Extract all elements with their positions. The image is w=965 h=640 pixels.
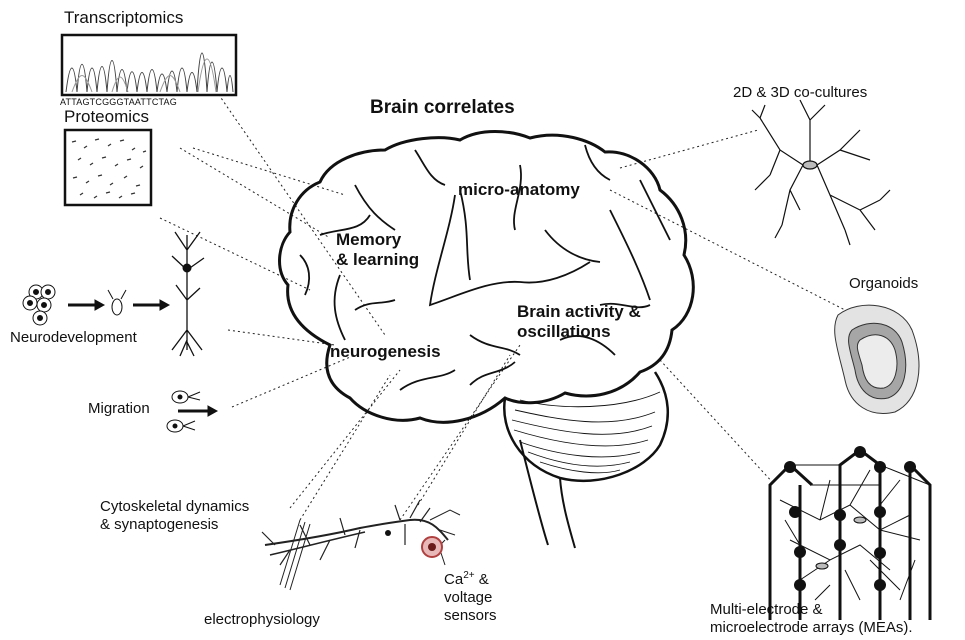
region-label-brain-activity: Brain activity & oscillations [517,302,641,342]
sequence-text: ATTAGTCGGGTAATTCTAG [60,97,177,107]
label-organoids: Organoids [849,275,918,293]
ca-prefix: Ca [444,571,463,588]
organoid-illustration [835,305,919,413]
label-electrophysiology: electrophysiology [204,611,320,629]
connector-lines [160,82,845,520]
mea-illustration [770,446,930,620]
label-mea: Multi-electrode & microelectrode arrays … [710,601,913,637]
region-label-neurogenesis: neurogenesis [330,342,441,362]
label-cytoskeletal: Cytoskeletal dynamics & synaptogenesis [100,498,249,534]
label-transcriptomics: Transcriptomics [64,9,183,27]
chromatogram-box [62,35,236,95]
label-calcium-voltage-sensors: Ca2+ & voltage sensors [444,567,497,625]
region-label-memory: Memory & learning [336,230,419,270]
label-proteomics: Proteomics [64,108,149,126]
ca-superscript: 2+ [463,570,474,581]
migration-illustration [167,391,217,432]
region-label-micro-anatomy: micro-anatomy [458,180,580,200]
label-cocultures: 2D & 3D co-cultures [733,84,867,102]
label-neurodevelopment: Neurodevelopment [10,329,137,347]
figure-title: Brain correlates [370,97,515,119]
neuron-illustration [262,500,460,590]
proteomics-gel [65,130,151,205]
label-migration: Migration [88,400,150,418]
coculture-illustration [752,100,890,245]
